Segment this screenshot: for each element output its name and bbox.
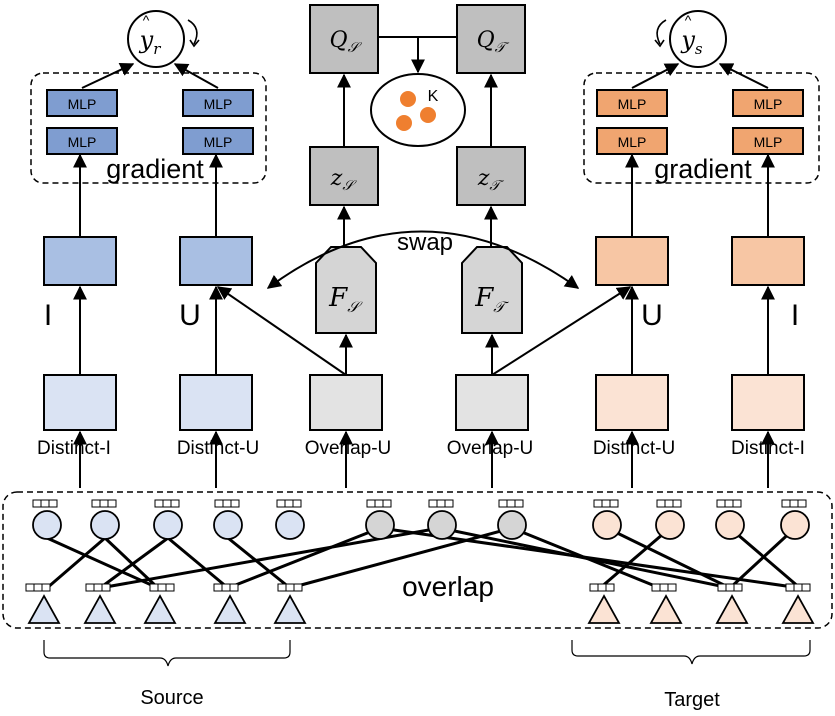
graph-node: [275, 499, 305, 540]
target-mlp-u: MLP MLP: [596, 89, 668, 155]
source-item-rep: [43, 236, 117, 286]
source-user-nodes: [32, 499, 305, 540]
distinct-u-target-box: [595, 374, 669, 431]
graph-node: [32, 499, 62, 540]
target-item-rep: [731, 236, 805, 286]
graph-node: [90, 499, 120, 540]
target-encoder: [461, 246, 523, 334]
svg-text:MLP: MLP: [618, 96, 647, 112]
graph-node: [213, 499, 243, 540]
graph-node: [781, 583, 815, 624]
source-u-label: U: [179, 299, 201, 332]
source-gradient-label: gradient: [106, 154, 204, 184]
encoding-layer: Distinct-I Distinct-U Overlap-U Overlap-…: [37, 285, 805, 488]
column-label: Distinct-I: [37, 438, 111, 459]
graph-node: [587, 583, 621, 624]
cluster-node: [370, 73, 466, 147]
source-latent: [309, 146, 379, 206]
swap-label: swap: [397, 229, 453, 256]
svg-text:MLP: MLP: [754, 134, 783, 150]
graph-node: [715, 499, 745, 540]
representation-layer: I U U I: [43, 153, 805, 332]
distinct-u-source-box: [179, 374, 253, 431]
target-label: Target: [664, 689, 720, 711]
graph-node: [143, 583, 177, 624]
graph-node: [715, 583, 749, 624]
target-mlp-i: MLP MLP: [732, 89, 804, 155]
overlap-user-nodes: [365, 499, 527, 540]
target-user-nodes: [592, 499, 810, 540]
contrastive-module: Q𝒮 Q𝒯 K z𝒮 z𝒯 F𝒮 F𝒯: [309, 4, 526, 334]
source-queue: [309, 4, 379, 74]
svg-text:MLP: MLP: [204, 134, 233, 150]
hat-accent: ^: [143, 12, 150, 28]
column-label: Overlap-U: [447, 438, 534, 459]
graph-node: [655, 499, 685, 540]
source-prediction-head: yr ^ MLP MLP MLP MLP gradient: [30, 10, 267, 184]
distinct-i-source-box: [43, 374, 117, 431]
column-label: Distinct-U: [593, 438, 675, 459]
graph-edges: [46, 526, 801, 590]
overlap-u-source-box: [309, 374, 383, 431]
column-label: Distinct-U: [177, 438, 259, 459]
graph-node: [780, 499, 810, 540]
cluster-dot: [400, 91, 416, 107]
graph-container: [2, 491, 833, 629]
svg-text:MLP: MLP: [204, 96, 233, 112]
source-user-rep: [179, 236, 253, 286]
target-prediction-node: [669, 10, 727, 68]
source-encoder: [315, 246, 377, 334]
svg-text:MLP: MLP: [68, 96, 97, 112]
graph-node: [497, 499, 527, 540]
svg-text:MLP: MLP: [754, 96, 783, 112]
source-label: Source: [140, 687, 203, 709]
source-mlp-i: MLP MLP: [182, 89, 254, 155]
column-label: Overlap-U: [305, 438, 392, 459]
graph-node: [427, 499, 457, 540]
domain-braces: Source Target: [43, 640, 811, 711]
graph-node: [25, 583, 61, 624]
graph-node: [365, 499, 395, 540]
graph-node: [273, 583, 307, 624]
source-prediction-label: yr: [139, 26, 162, 58]
interaction-graph: overlap: [2, 491, 833, 629]
cluster-dot: [396, 115, 412, 131]
svg-text:^: ^: [685, 12, 692, 28]
target-i-label: I: [791, 299, 799, 332]
source-mlp-group: [30, 72, 267, 184]
rotate-arrow-icon: [187, 19, 198, 45]
target-prediction-head: ys ^ MLP MLP MLP MLP gradient: [583, 10, 820, 184]
graph-node: [83, 583, 117, 624]
overlap-label: overlap: [402, 571, 494, 602]
target-mlp-group: [583, 72, 820, 184]
rotate-arrow-icon: [656, 19, 667, 45]
source-prediction-node: [127, 10, 185, 68]
svg-text:MLP: MLP: [68, 134, 97, 150]
source-brace: [43, 640, 291, 667]
source-i-label: I: [44, 299, 52, 332]
target-user-rep: [595, 236, 669, 286]
target-gradient-label: gradient: [654, 154, 752, 184]
source-item-nodes: [25, 583, 307, 624]
source-mlp-u: MLP MLP: [46, 89, 118, 155]
graph-node: [213, 583, 247, 624]
target-u-label: U: [641, 299, 663, 332]
target-latent: [456, 146, 526, 206]
target-item-nodes: [587, 583, 815, 624]
target-queue: [456, 4, 526, 74]
overlap-u-target-box: [455, 374, 529, 431]
graph-node: [153, 499, 183, 540]
graph-node: [649, 583, 683, 624]
cluster-label: K: [428, 88, 439, 105]
target-brace: [571, 640, 811, 665]
target-prediction-label: ys: [680, 26, 703, 58]
swap-arc: swap: [266, 229, 580, 289]
cluster-dot: [420, 107, 436, 123]
distinct-i-target-box: [731, 374, 805, 431]
graph-node: [592, 499, 622, 540]
svg-text:MLP: MLP: [618, 134, 647, 150]
